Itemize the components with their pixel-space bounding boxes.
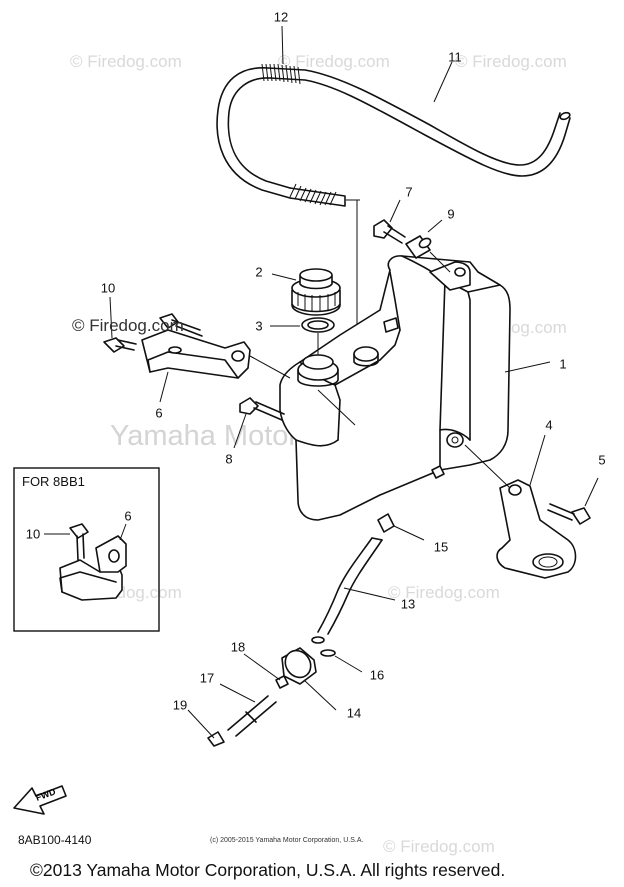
inset-callout-6: 6: [124, 508, 132, 524]
small-copyright: (c) 2005-2015 Yamaha Motor Corporation, …: [210, 837, 364, 844]
callout-2: 2: [255, 264, 263, 280]
inset-callout-10: 10: [25, 526, 41, 542]
callout-6: 6: [155, 405, 163, 421]
watermark-bottom-right: © Firedog.com: [383, 837, 495, 856]
bolt-8: [233, 397, 285, 449]
callout-17: 17: [199, 670, 215, 686]
leader-lines: [281, 25, 453, 103]
watermark-top-center: © Firedog.com: [278, 52, 390, 71]
bolt-and-collar: [373, 199, 451, 273]
callout-5: 5: [598, 452, 606, 468]
callout-4: 4: [545, 417, 553, 433]
callout-13: 13: [400, 596, 416, 612]
fwd-arrow-icon: FWD: [13, 785, 67, 815]
bracket-right: [464, 434, 599, 579]
watermark-mid-left: © Firedog.com: [72, 316, 184, 335]
callout-18: 18: [230, 639, 246, 655]
inset-title: FOR 8BB1: [22, 474, 85, 489]
callout-12: 12: [273, 9, 289, 25]
oil-tank: [279, 255, 551, 521]
callout-15: 15: [433, 539, 449, 555]
watermark-top-left: © Firedog.com: [70, 52, 182, 71]
callout-19: 19: [172, 697, 188, 713]
tank-cap: [270, 268, 341, 355]
breather-hose: [216, 63, 571, 325]
callout-10: 10: [100, 280, 116, 296]
strainer-and-pipe: [187, 647, 337, 747]
callout-3: 3: [255, 318, 263, 334]
callout-14: 14: [346, 705, 362, 721]
callout-9: 9: [447, 206, 455, 222]
callout-11: 11: [448, 49, 462, 65]
drain-hose: [311, 513, 425, 673]
callout-7: 7: [405, 184, 413, 200]
bracket-left: [103, 296, 291, 403]
inset-panel: [13, 467, 160, 632]
callout-1: 1: [559, 356, 567, 372]
watermark-lower-right: © Firedog.com: [388, 583, 500, 602]
callout-16: 16: [369, 667, 385, 683]
diagram-code: 8AB100-4140: [18, 833, 92, 847]
footer-copyright: ©2013 Yamaha Motor Corporation, U.S.A. A…: [30, 860, 506, 880]
callout-8: 8: [225, 451, 233, 467]
watermark-top-right: © Firedog.com: [455, 52, 567, 71]
